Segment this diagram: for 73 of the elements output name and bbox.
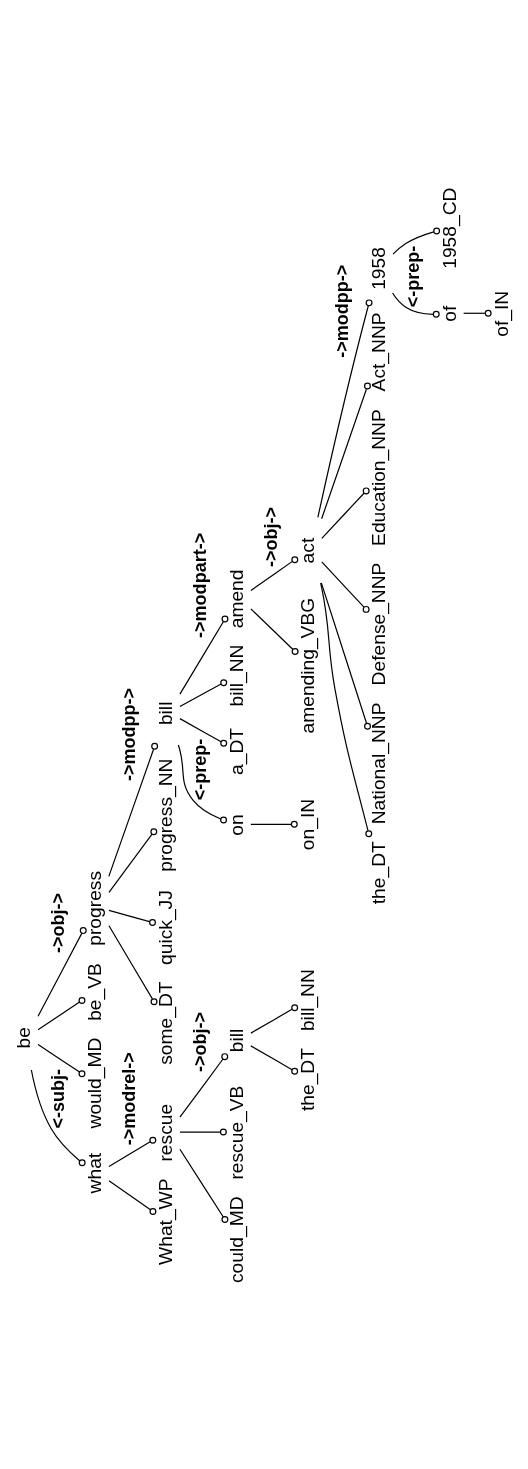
node-text: 1958	[367, 246, 389, 290]
connector	[319, 581, 372, 837]
node-text: Education_NNP	[367, 408, 389, 546]
node-text: National_NNP	[367, 701, 389, 824]
node-text: bill_NN	[296, 968, 318, 1031]
node-text: of_IN	[490, 290, 512, 337]
edge-label: <-prep-	[402, 245, 423, 307]
connector	[320, 560, 370, 613]
connector	[107, 742, 158, 877]
edge-label: ->obj->	[47, 892, 68, 953]
connector	[320, 581, 371, 730]
node-text: rescue	[154, 1103, 176, 1162]
edge-label: ->obj->	[189, 1011, 210, 1072]
connector	[107, 827, 157, 893]
node-text: would_MD	[83, 1037, 105, 1128]
connector	[36, 1043, 85, 1077]
edge-label: ->obj->	[260, 506, 281, 567]
node-text: bill_NN	[225, 643, 247, 706]
connector	[107, 924, 158, 1005]
connector	[391, 291, 440, 318]
connector	[178, 1148, 228, 1223]
connector	[36, 926, 87, 1017]
node-text: What_WP	[154, 1177, 176, 1265]
edge-label: ->modpart->	[189, 532, 210, 638]
edge-label: ->modpp->	[118, 687, 139, 781]
node-text: Act_NNP	[367, 311, 389, 391]
connector	[249, 555, 298, 591]
connector	[249, 820, 298, 828]
connector	[107, 1179, 156, 1215]
node-text: act	[296, 537, 318, 563]
node-text: some_DT	[154, 980, 176, 1065]
connector	[178, 1128, 227, 1136]
node-text: quick_JJ	[154, 889, 176, 965]
node-text: amending_VBG	[296, 597, 318, 733]
node-text: be_VB	[83, 962, 105, 1021]
connector	[249, 1003, 298, 1034]
connector	[178, 717, 227, 747]
connector	[107, 1136, 156, 1167]
node-text: bill	[225, 1028, 247, 1052]
connector	[462, 309, 492, 317]
connector	[249, 1044, 298, 1075]
connector	[178, 1052, 228, 1118]
edge-label: ->modpp->	[331, 264, 352, 358]
connector	[107, 909, 156, 926]
edge-label: <-subj-	[47, 1068, 68, 1128]
node-text: a_DT	[225, 727, 247, 775]
connector	[320, 486, 370, 539]
node-text: be	[12, 1026, 34, 1049]
node-text: rescue_VB	[225, 1085, 247, 1180]
node-text: progress	[83, 870, 105, 946]
edge-label: ->modrel->	[118, 1051, 139, 1145]
node-text: what	[83, 1152, 105, 1193]
connector	[36, 996, 85, 1030]
node-text: progress_NN	[154, 758, 176, 872]
connector	[30, 1068, 86, 1166]
connector	[316, 298, 373, 518]
node-text: of	[438, 305, 460, 322]
node-text: on	[225, 813, 247, 836]
node-text: the_DT	[296, 1047, 318, 1111]
connector	[178, 615, 228, 695]
connector	[249, 607, 299, 655]
node-text: bill	[154, 701, 176, 725]
edge-label: <-prep-	[189, 738, 210, 800]
node-text: on_IN	[296, 798, 318, 850]
node-text: could_MD	[225, 1195, 247, 1283]
node-text: 1958_CD	[438, 187, 460, 269]
node-text: amend	[225, 569, 247, 628]
node-text: Defense_NNP	[367, 562, 389, 685]
connector	[178, 678, 227, 707]
connector	[320, 382, 371, 519]
connector	[177, 743, 227, 824]
connector	[391, 227, 440, 255]
node-text: the_DT	[367, 840, 389, 904]
